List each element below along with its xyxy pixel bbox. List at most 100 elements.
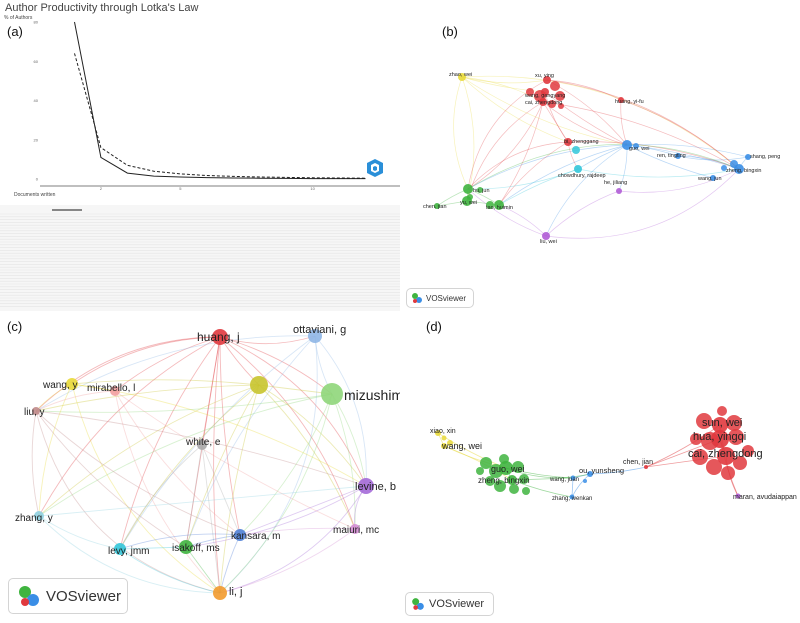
- node-label: sun, wei: [702, 417, 742, 429]
- network-node: [441, 443, 447, 449]
- network-node: [633, 143, 639, 149]
- network-node: [494, 480, 506, 492]
- node-label: wang, jun: [697, 176, 722, 182]
- network-link: [35, 393, 333, 413]
- network-link: [467, 168, 579, 190]
- network-node: [726, 415, 742, 431]
- x-axis-label: Documents written: [14, 192, 56, 198]
- network-node: [213, 586, 227, 600]
- network-node: [721, 466, 735, 480]
- network-link: [35, 335, 316, 412]
- network-link: [38, 393, 333, 517]
- y-tick-label: 60: [34, 59, 39, 64]
- network-link: [258, 384, 356, 530]
- network-link: [498, 168, 579, 206]
- network-node: [675, 153, 681, 159]
- network-node: [179, 540, 193, 554]
- node-label: isakoff, ms: [172, 543, 220, 554]
- solid-series-line: [74, 21, 366, 180]
- network-node: [721, 165, 727, 171]
- dashed-series-line: [74, 53, 366, 179]
- node-label: levy, jmm: [108, 546, 149, 557]
- network-link: [219, 336, 333, 395]
- node-label: zheng, bingxin: [726, 168, 761, 174]
- network-link: [467, 144, 628, 190]
- x-tick-label: 10: [310, 186, 315, 191]
- vosviewer-logo-icon: [412, 598, 424, 610]
- network-link: [542, 101, 628, 146]
- network-node: [485, 476, 495, 486]
- network-node: [234, 529, 246, 541]
- network-link: [201, 444, 221, 594]
- node-label: white, e: [185, 437, 221, 448]
- network-link: [219, 336, 260, 386]
- network-link: [467, 144, 740, 190]
- node-label: maiuri, mc: [333, 525, 379, 536]
- vosviewer-badge-c: VOSviewer: [8, 578, 128, 614]
- network-node: [539, 98, 547, 106]
- lotka-chart-svg: Author Productivity through Lotka's Law …: [0, 2, 400, 311]
- network-node: [435, 430, 441, 436]
- vosviewer-badge-b: VOSviewer: [406, 288, 474, 308]
- network-node: [734, 164, 744, 174]
- node-label: xiao, xin: [430, 428, 456, 435]
- y-tick-label: 0: [36, 177, 39, 182]
- network-link: [219, 335, 316, 345]
- network-node: [717, 447, 735, 465]
- network-link: [626, 144, 714, 179]
- node-label: guo, wei: [629, 146, 650, 152]
- network-link: [185, 384, 260, 548]
- network-node: [618, 97, 624, 103]
- network-link: [219, 335, 318, 594]
- node-label: li, j: [229, 586, 242, 598]
- network-link: [498, 91, 546, 206]
- network-node: [110, 386, 120, 396]
- network-node: [569, 494, 575, 500]
- network-node: [477, 187, 483, 193]
- network-b-edges: [436, 75, 749, 239]
- network-link: [35, 410, 241, 536]
- network-node: [735, 493, 741, 499]
- network-link: [219, 528, 356, 594]
- network-link: [258, 384, 367, 487]
- panel-label-a: (a): [7, 24, 23, 39]
- network-node: [555, 91, 565, 101]
- panel-label-b: (b): [442, 24, 458, 39]
- network-link: [219, 336, 241, 536]
- node-label: levine, b: [355, 481, 396, 493]
- network-node: [462, 196, 472, 206]
- network-node: [486, 201, 494, 209]
- node-label: liu, wei: [540, 239, 557, 245]
- network-node: [543, 76, 551, 84]
- vosviewer-label: VOSviewer: [426, 293, 467, 303]
- network-link: [467, 188, 547, 237]
- vosviewer-label: VOSviewer: [46, 587, 122, 605]
- network-link: [544, 91, 628, 146]
- panel-label-d: (d): [426, 319, 442, 334]
- network-node: [197, 440, 207, 450]
- node-label: cai, zhengdong: [525, 100, 562, 106]
- network-link: [38, 336, 221, 517]
- network-link: [219, 485, 367, 594]
- network-link: [545, 190, 620, 237]
- network-link: [114, 390, 241, 536]
- network-node: [321, 383, 343, 405]
- network-link: [544, 91, 569, 143]
- network-node: [548, 100, 556, 108]
- network-link: [461, 75, 740, 170]
- network-link: [114, 390, 221, 594]
- network-link: [38, 384, 260, 517]
- network-link: [38, 383, 73, 517]
- network-link: [577, 168, 740, 178]
- network-node: [447, 440, 453, 446]
- network-node: [692, 449, 708, 465]
- network-link: [185, 485, 367, 548]
- network-link: [626, 144, 740, 170]
- network-node: [114, 543, 126, 555]
